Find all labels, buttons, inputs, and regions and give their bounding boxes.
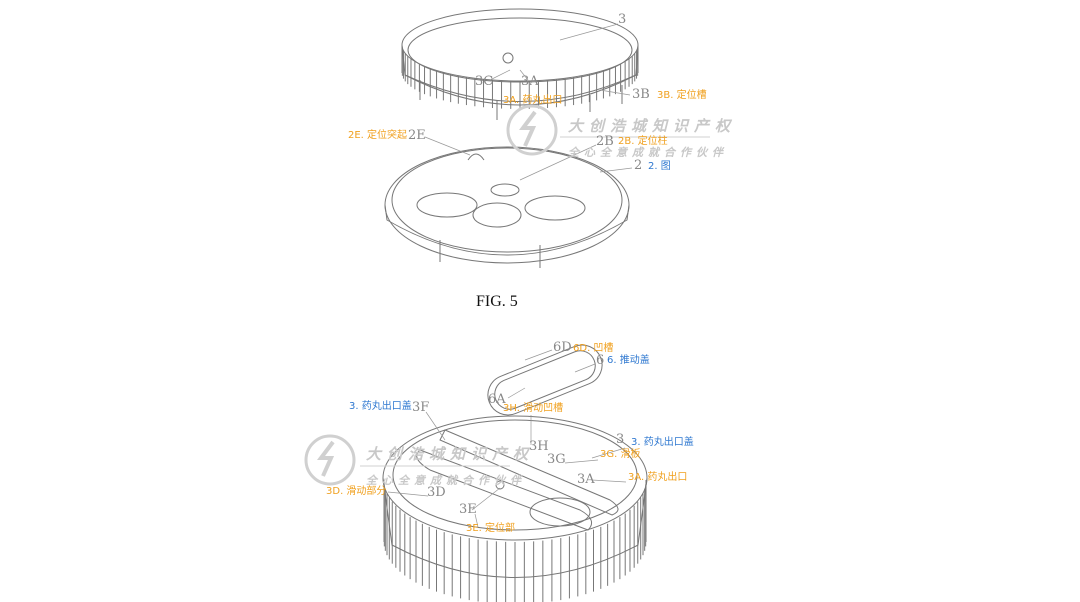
ref-3f: 3F xyxy=(412,400,430,415)
annotation-3g: 3G. 滑板 xyxy=(600,449,641,460)
annotation-2e: 2E. 定位突起 xyxy=(348,130,408,141)
annotation-3b: 3B. 定位槽 xyxy=(657,90,707,101)
ref-2b: 2B xyxy=(596,134,614,149)
annotation-6: 6. 推动盖 xyxy=(607,355,650,366)
watermark-logo xyxy=(304,104,558,486)
ref-3b: 3B xyxy=(632,87,650,102)
pill-outlet-cap xyxy=(382,415,648,602)
watermark-slogan: 全心全意成就合作伙伴 xyxy=(366,474,526,487)
ref-6a: 6A xyxy=(488,392,506,407)
annotation-3-left: 3. 药丸出口盖 xyxy=(349,401,412,412)
ref-3g: 3G xyxy=(547,452,566,467)
watermark-text: 大创浩城知识产权 xyxy=(568,117,737,135)
annotation-3e: 3E. 定位部 xyxy=(466,523,516,534)
ref-3e: 3E xyxy=(459,502,477,517)
ref-3c: 3C xyxy=(475,74,494,89)
ref-6d: 6D xyxy=(553,340,572,355)
annotation-3d: 3D. 滑动部分 xyxy=(326,486,387,497)
ref-3: 3 xyxy=(618,12,627,27)
annotation-6d: 6D. 凹槽 xyxy=(573,343,614,354)
annotation-3-right: 3. 药丸出口盖 xyxy=(631,437,694,448)
annotation-2b: 2B. 定位柱 xyxy=(618,136,668,147)
figure-caption: FIG. 5 xyxy=(476,293,518,310)
ref-3a: 3A xyxy=(521,74,539,89)
watermark-slogan: 全心全意成就合作伙伴 xyxy=(568,146,728,159)
ref-3d: 3D xyxy=(427,485,446,500)
ref-3h: 3H xyxy=(529,439,549,454)
annotation-2: 2. 图 xyxy=(648,161,671,172)
base-disc xyxy=(384,146,630,268)
annotation-3a: 3A. 药丸出口 xyxy=(503,95,563,106)
annotation-3h: 3H. 滑动凹槽 xyxy=(503,403,564,414)
ref-6: 6 xyxy=(596,353,605,368)
annotation-3a: 3A. 药丸出口 xyxy=(628,472,688,483)
ref-2: 2 xyxy=(634,158,643,173)
pill-outlet-cover-ring xyxy=(401,8,639,120)
ref-3a: 3A xyxy=(577,472,595,487)
ref-2e: 2E xyxy=(408,128,426,143)
push-cover xyxy=(487,344,603,416)
watermark-text: 大创浩城知识产权 xyxy=(366,445,535,463)
ref-3: 3 xyxy=(616,432,625,447)
